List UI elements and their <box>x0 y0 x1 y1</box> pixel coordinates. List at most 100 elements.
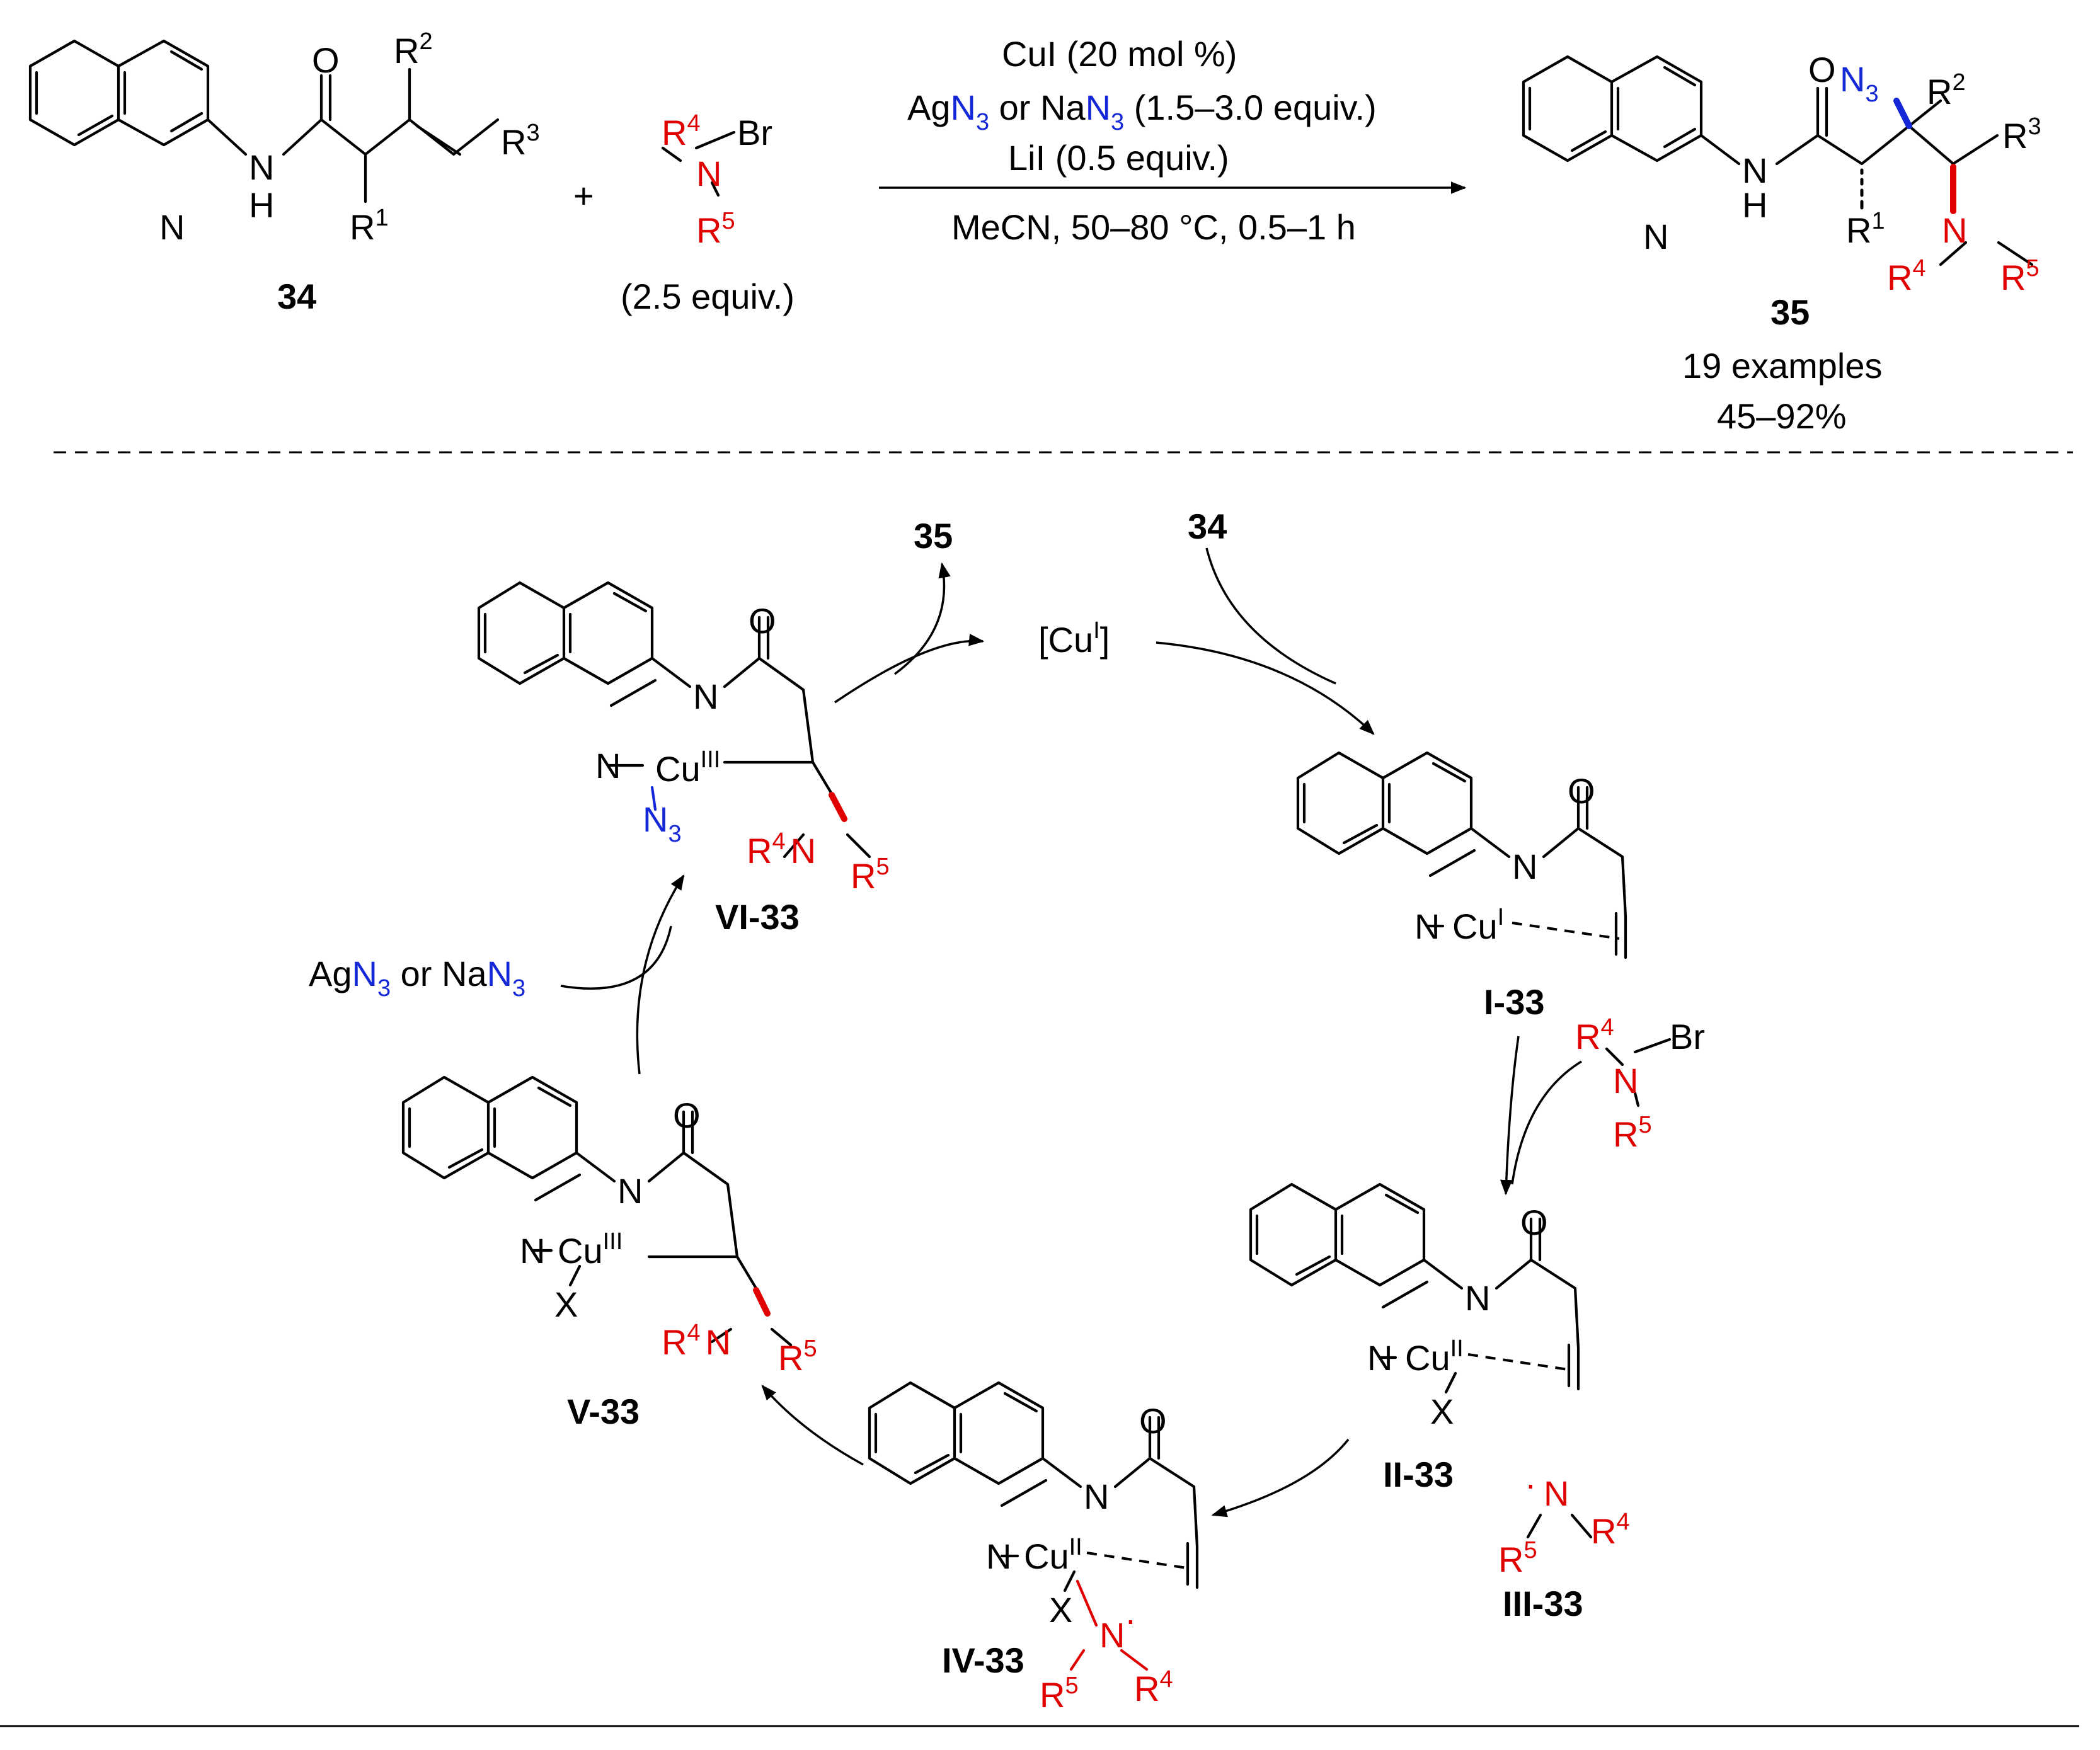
azide-source: AgN3 or NaN3 <box>309 954 525 1002</box>
compound-35-label: 35 <box>1770 292 1810 332</box>
svg-text:Br: Br <box>1670 1017 1705 1056</box>
svg-text:R5: R5 <box>1613 1112 1652 1154</box>
bromoamine-reagent: R4 N Br R5 <box>661 110 772 250</box>
label-v-33: V-33 <box>567 1392 640 1431</box>
v-carbonyl-o: O <box>673 1095 701 1135</box>
svg-text:CuIII: CuIII <box>655 746 720 789</box>
svg-text:R4: R4 <box>662 110 701 152</box>
product-r5: R5 <box>2000 255 2040 297</box>
iv-r4: R4 <box>1134 1666 1173 1708</box>
svg-text:N: N <box>1613 1061 1638 1101</box>
product-amide-n: N <box>1742 151 1767 190</box>
conditions-line3: LiI (0.5 equiv.) <box>1008 138 1229 178</box>
cycle-arrows <box>560 547 1582 1518</box>
cycle-product-35: 35 <box>914 516 953 556</box>
compound-34-label: 34 <box>277 277 316 316</box>
vi-amide-n: N <box>693 677 718 716</box>
svg-text:N: N <box>696 154 721 193</box>
svg-text:R4: R4 <box>1591 1509 1630 1551</box>
iv-x: X <box>1049 1590 1072 1630</box>
v-amide-n: N <box>617 1171 643 1211</box>
iv-radical-dot: · <box>1125 1599 1137 1639</box>
scope-examples: 19 examples <box>1682 346 1883 386</box>
scope-yield: 45–92% <box>1717 396 1847 436</box>
svg-text:R5: R5 <box>851 854 890 896</box>
svg-text:R5: R5 <box>778 1335 817 1378</box>
i-cu-i: CuI <box>1452 904 1504 946</box>
svg-text:R5: R5 <box>696 208 735 250</box>
substituent-r1: R1 <box>350 205 389 247</box>
iv-r5: R5 <box>1040 1673 1079 1715</box>
product-r1: R1 <box>1846 208 1885 250</box>
svg-text:R5: R5 <box>1040 1673 1079 1715</box>
svg-text:R4: R4 <box>1134 1666 1173 1708</box>
label-i-33: I-33 <box>1484 982 1545 1022</box>
cycle-bromoamine: R4 N Br R5 <box>1575 1014 1705 1154</box>
svg-text:R5: R5 <box>1498 1537 1537 1579</box>
svg-text:R2: R2 <box>394 28 433 71</box>
catalyst-cu-i: [CuI] <box>1038 617 1110 660</box>
product-amine-n: N <box>1942 210 1967 250</box>
ii-carbonyl-o: O <box>1520 1203 1548 1242</box>
iv-pyridine-n: N <box>986 1536 1011 1576</box>
svg-text:CuIII: CuIII <box>558 1228 623 1271</box>
plus-sign: + <box>573 176 594 215</box>
svg-text:N: N <box>1544 1473 1569 1513</box>
svg-text:·: · <box>1525 1464 1537 1504</box>
v-cu-iii: CuIII <box>558 1228 623 1271</box>
v-pyridine-n: N <box>520 1231 545 1271</box>
svg-text:CuII: CuII <box>1024 1534 1082 1576</box>
i-amide-n: N <box>1512 847 1537 886</box>
intermediate-ii-33 <box>1249 1182 1580 1394</box>
ii-x: X <box>1430 1392 1454 1431</box>
product-35 <box>1522 55 2034 266</box>
product-pyridine-n: N <box>1643 217 1668 256</box>
substituent-r3: R3 <box>501 120 540 162</box>
i-carbonyl-o: O <box>1568 771 1595 811</box>
svg-text:N3: N3 <box>1840 59 1879 107</box>
intermediate-vi-33 <box>477 581 871 859</box>
svg-text:R5: R5 <box>2000 255 2040 297</box>
conditions-line4: MeCN, 50–80 °C, 0.5–1 h <box>951 207 1356 247</box>
iv-amide-n: N <box>1084 1477 1109 1516</box>
intermediate-iv-33 <box>868 1381 1199 1671</box>
vi-cu-iii: CuIII <box>655 746 720 789</box>
product-azide: N3 <box>1840 59 1879 107</box>
amide-n-label: N <box>249 147 274 187</box>
ii-pyridine-n: N <box>1367 1338 1392 1378</box>
svg-text:R2: R2 <box>1927 69 1966 112</box>
vi-pyridine-n: N <box>595 746 621 786</box>
iv-aminyl-n: N <box>1099 1615 1125 1655</box>
ii-cu-ii: CuII <box>1405 1335 1464 1378</box>
intermediate-v-33 <box>401 1075 793 1347</box>
svg-text:R1: R1 <box>1846 208 1885 250</box>
svg-text:R4: R4 <box>1887 255 1926 297</box>
svg-text:R4N: R4N <box>662 1320 731 1362</box>
svg-text:R1: R1 <box>350 205 389 247</box>
label-iv-33: IV-33 <box>942 1640 1024 1680</box>
svg-text:N3: N3 <box>643 799 682 847</box>
svg-text:[CuI]: [CuI] <box>1038 617 1110 660</box>
amide-h-label: H <box>249 185 274 225</box>
intermediate-i-33 <box>1296 751 1627 959</box>
svg-text:R4N: R4N <box>747 828 816 871</box>
iv-carbonyl-o: O <box>1139 1401 1167 1441</box>
product-r4: R4 <box>1887 255 1926 297</box>
conditions-line1: CuI (20 mol %) <box>1002 34 1237 74</box>
carbonyl-o-label: O <box>312 40 340 80</box>
substrate-34 <box>28 39 500 203</box>
intermediate-iii-33: · N R5 R4 <box>1498 1464 1630 1579</box>
svg-text:Br: Br <box>737 113 772 152</box>
svg-text:CuI: CuI <box>1452 904 1504 946</box>
svg-text:CuII: CuII <box>1405 1335 1464 1378</box>
product-amide-h: H <box>1742 185 1767 225</box>
product-r3: R3 <box>2002 113 2041 156</box>
label-ii-33: II-33 <box>1383 1455 1454 1494</box>
i-pyridine-n: N <box>1414 906 1440 946</box>
reagent-equiv: (2.5 equiv.) <box>621 277 795 316</box>
vi-azide: N3 <box>643 799 682 847</box>
label-iii-33: III-33 <box>1503 1584 1583 1623</box>
